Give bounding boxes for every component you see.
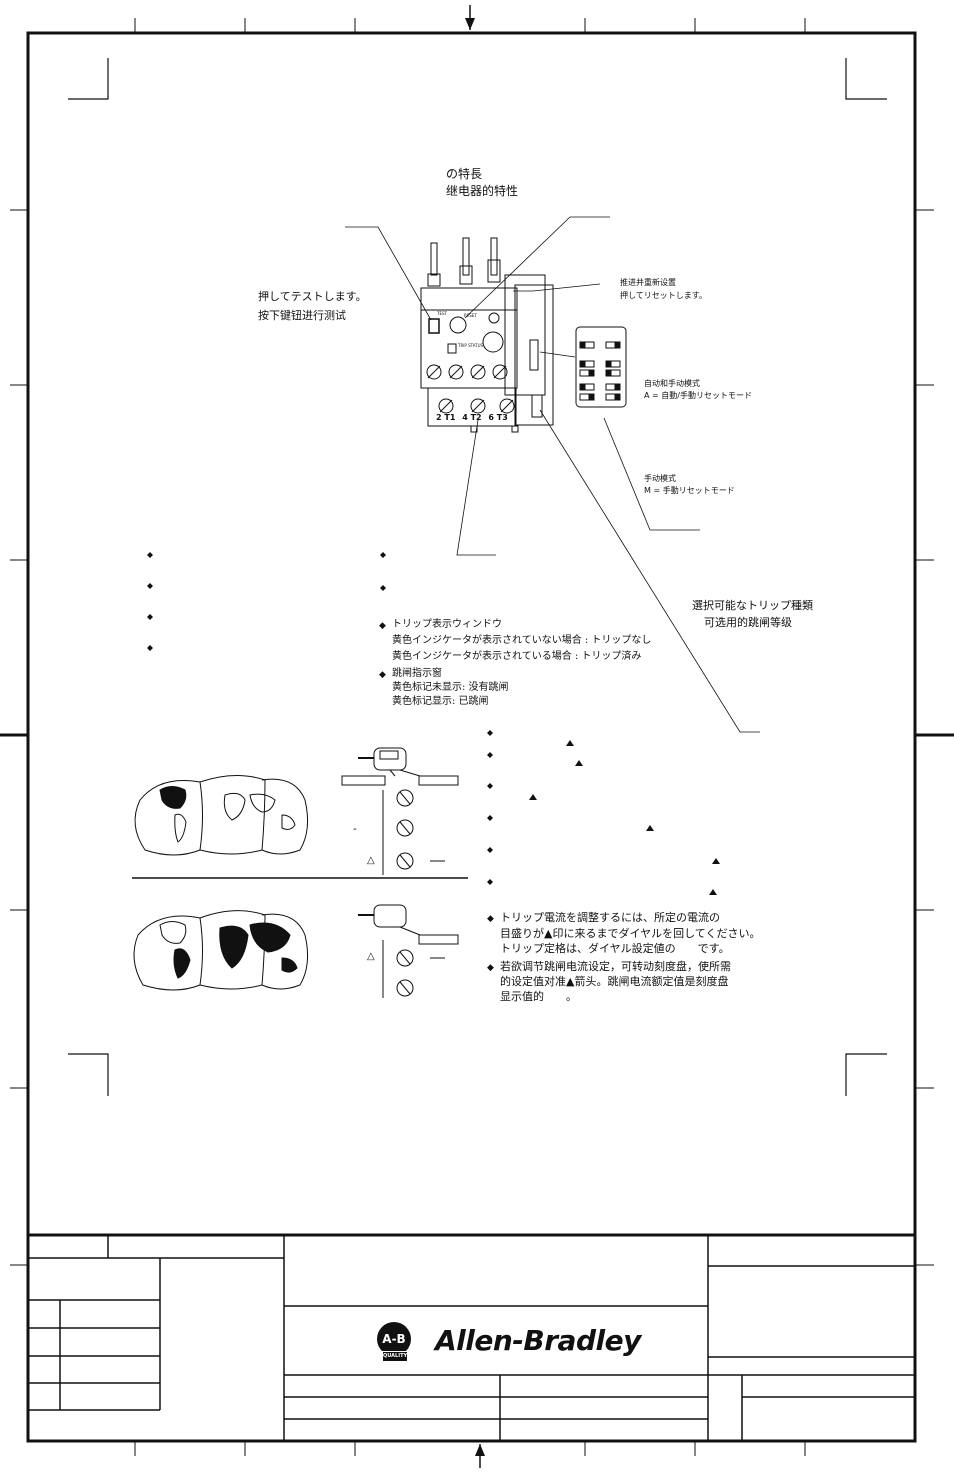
auto-mode-jp: A = 自動/手動リセットモード — [644, 391, 752, 400]
trip-window-title-jp: トリップ表示ウィンドウ — [392, 619, 502, 630]
bullet-setting-jp: ◆ — [487, 914, 494, 924]
terminal-label: T3 — [496, 413, 508, 422]
trip-window-not-tripped-jp: 黄色インジケータが表示されていない場合 : トリップなし — [392, 635, 652, 646]
test-callout-cn: 按下键钮进行测试 — [258, 309, 346, 322]
setting-cn-line3: 显示值的 。 — [500, 990, 577, 1003]
center-arrow-bottom — [475, 1444, 485, 1468]
reset-callout-jp: 押してリセットします。 — [620, 291, 707, 300]
device-trip-status-label: TRIP STATUS — [458, 343, 484, 348]
sheet-border — [26, 31, 917, 1443]
dial-dash-symbol: - — [353, 822, 357, 835]
terminal-label: 4 — [462, 413, 468, 422]
auto-mode-cn: 自动和手动模式 — [644, 379, 700, 388]
bullet-trip-jp: ◆ — [379, 621, 386, 631]
allen-bradley-logo: Allen-Bradley — [435, 1324, 641, 1357]
feature-subtitle: 继电器的特性 — [446, 184, 519, 198]
test-callout-jp: 押してテストします。 — [258, 290, 367, 303]
terminal-labels: 2 T1 4 T2 6 T3 — [436, 413, 508, 422]
world-map-europe-asia — [133, 910, 309, 991]
trip-class-cn: 可选用的跳闸等级 — [704, 616, 792, 629]
dial-assembly-top — [341, 747, 459, 875]
allen-bradley-badge: A-B QUALITY — [377, 1322, 411, 1362]
terminal-label: T2 — [470, 413, 482, 422]
bullet-markers — [147, 552, 720, 895]
setting-cn-line2: 的设定值对准▲箭头。跳闸电流额定值是刻度盘 — [500, 975, 729, 988]
leader-lines — [345, 216, 760, 733]
terminal-label: 6 — [488, 413, 494, 422]
dip-switch-detail — [575, 326, 627, 408]
overload-relay-drawing — [420, 237, 554, 433]
reset-callout-cn: 推进并重新设置 — [620, 278, 676, 287]
title-block — [28, 1233, 915, 1441]
dial-delta-symbol-bottom: △ — [367, 951, 375, 962]
terminal-label: T1 — [444, 413, 456, 422]
manual-mode-jp: M = 手動リセットモード — [644, 486, 735, 495]
world-map-americas — [134, 774, 309, 856]
trip-window-tripped-jp: 黄色インジケータが表示されている場合 : トリップ済み — [392, 651, 642, 662]
terminal-label: 2 — [436, 413, 442, 422]
badge-text: A-B — [382, 1332, 406, 1346]
center-arrow-top — [465, 5, 475, 30]
device-test-label: TEST — [437, 311, 447, 316]
dial-delta-symbol-top: △ — [367, 855, 375, 866]
trip-window-title-cn: 跳闸指示窗 — [392, 668, 442, 679]
zone-ticks — [0, 18, 954, 1456]
feature-title: の特長 — [446, 167, 483, 181]
badge-quality-text: QUALITY — [382, 1351, 408, 1362]
device-reset-label: RESET — [464, 313, 477, 318]
trip-window-not-tripped-cn: 黄色标记未显示: 没有跳闸 — [392, 682, 509, 693]
trip-class-jp: 選択可能なトリップ種類 — [692, 599, 813, 612]
bullet-setting-cn: ◆ — [487, 963, 494, 973]
setting-jp-line1: トリップ電流を調整するには、所定の電流の — [500, 911, 720, 924]
crop-marks — [68, 58, 887, 1096]
manual-mode-cn: 手动模式 — [644, 474, 676, 483]
trip-window-tripped-cn: 黄色标记显示: 已跳闸 — [392, 696, 489, 707]
bullet-trip-cn: ◆ — [379, 670, 386, 680]
setting-cn-line1: 若欲调节跳闸电流设定，可转动刻度盘，使所需 — [500, 960, 731, 973]
setting-jp-line2: 目盛りが▲印に来るまでダイヤルを回してください。 — [500, 927, 761, 940]
setting-jp-line3: トリップ定格は、ダイヤル設定値の です。 — [500, 942, 730, 955]
dial-assembly-bottom — [358, 904, 459, 998]
